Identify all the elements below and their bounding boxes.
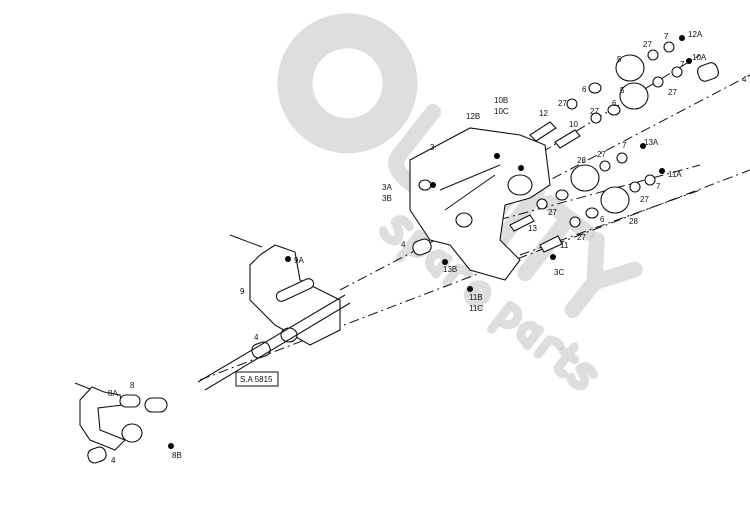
callout: 10 — [569, 120, 578, 129]
callout: 13 — [528, 224, 537, 233]
callout: 12A — [688, 30, 703, 39]
callout: 7 — [622, 141, 627, 150]
callout: 7 — [664, 32, 669, 41]
callout: 3C — [554, 268, 564, 277]
callout: 9A — [294, 256, 304, 265]
callout: 27 — [590, 107, 599, 116]
callout: 11A — [668, 170, 682, 179]
callout: 10A — [692, 53, 707, 62]
callout: 3B — [382, 194, 392, 203]
callout: 13B — [443, 265, 457, 274]
bracket-8 — [79, 386, 174, 451]
callout: 8B — [172, 451, 182, 460]
bushings — [87, 35, 719, 464]
callout: 27 — [643, 40, 652, 49]
callout: 7 — [656, 182, 661, 191]
callout: 27 — [597, 150, 606, 159]
callout: 8 — [130, 381, 135, 390]
callout: 6 — [582, 85, 587, 94]
callout: 7 — [680, 60, 685, 69]
block-9 — [249, 244, 341, 346]
callout: 10B — [494, 96, 508, 105]
callout: 4 — [742, 75, 747, 84]
callout: 3 — [430, 143, 435, 152]
reference-box-label: S.A 5815 — [240, 375, 273, 384]
callout: 5 — [617, 55, 622, 64]
callout: 3A — [382, 183, 392, 192]
callout: 11 — [560, 241, 569, 250]
callout: 28 — [629, 217, 638, 226]
callout: 9 — [240, 287, 245, 296]
callout: 27 — [558, 99, 567, 108]
callout: 13A — [644, 138, 659, 147]
callout: 6 — [612, 99, 617, 108]
callout: 6 — [600, 215, 605, 224]
callout: 27 — [640, 195, 649, 204]
callout-labels: 12A 7 27 5 10A 7 4 27 5 6 27 6 27 12 10B… — [108, 30, 747, 465]
callout: 4 — [254, 333, 259, 342]
callout: 12 — [539, 109, 548, 118]
callout: 12B — [466, 112, 480, 121]
callout: 4 — [401, 240, 406, 249]
callout: 28 — [577, 156, 586, 165]
callout: 8A — [108, 389, 118, 398]
callout: 5 — [620, 86, 625, 95]
reference-box: S.A 5815 — [235, 371, 279, 387]
callout: 11B — [469, 293, 483, 302]
callout: 27 — [577, 233, 586, 242]
callout: 10C — [494, 107, 509, 116]
callout: 27 — [668, 88, 677, 97]
bracket-3 — [409, 127, 551, 281]
callout: 11C — [469, 304, 483, 313]
callout: 27 — [548, 208, 557, 217]
callout: 4 — [111, 456, 116, 465]
